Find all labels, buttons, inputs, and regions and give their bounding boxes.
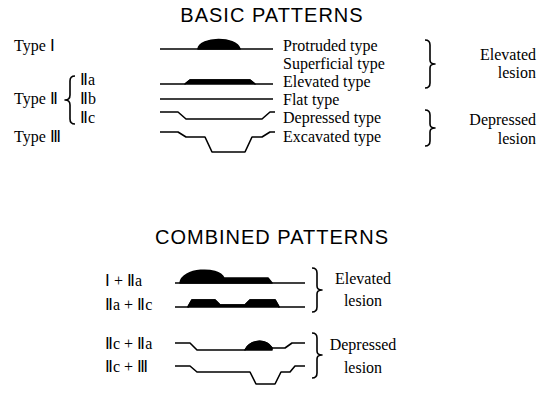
- type-label: Type Ⅰ: [14, 37, 55, 55]
- section-heading: COMBINED PATTERNS: [0, 226, 544, 248]
- brace: [65, 76, 75, 124]
- type-name: Elevated type: [283, 73, 371, 91]
- type-label: Type Ⅲ: [14, 128, 61, 146]
- type-label: Type Ⅱ: [14, 90, 58, 108]
- section-heading: BASIC PATTERNS: [0, 4, 544, 26]
- group-label: Depressed lesion: [438, 110, 536, 148]
- profile-line: [175, 300, 305, 307]
- combined-mass: [245, 341, 272, 350]
- brace: [312, 268, 322, 312]
- combination-label: Ⅱc + Ⅱa: [105, 335, 152, 353]
- protruded-mass: [198, 40, 240, 49]
- subtype-label: Ⅱc: [80, 109, 95, 127]
- type-name: Excavated type: [283, 128, 381, 146]
- profile-line: [175, 366, 305, 384]
- group-label: Depressed lesion: [326, 333, 400, 379]
- combination-label: Ⅱa + Ⅱc: [105, 296, 152, 314]
- combination-label: Ⅱc + Ⅲ: [105, 358, 148, 376]
- group-label: Elevated lesion: [438, 46, 536, 82]
- group-label: Elevated lesion: [326, 268, 400, 312]
- subtype-label: Ⅱa: [80, 71, 95, 89]
- type-name: Depressed type: [283, 109, 381, 127]
- type-name: Flat type: [283, 91, 339, 109]
- profile-line: [160, 132, 275, 152]
- combination-label: Ⅰ + Ⅱa: [105, 272, 142, 290]
- profile-line: [160, 112, 275, 119]
- combined-mass: [188, 300, 279, 307]
- combined-mass: [180, 270, 272, 283]
- subtype-label: Ⅱb: [80, 90, 96, 108]
- profile-line: [160, 98, 273, 100]
- type-name: Superficial type: [283, 55, 385, 73]
- brace: [425, 40, 435, 88]
- profile-line: [160, 80, 273, 84]
- brace: [312, 333, 322, 378]
- type-name: Protruded type: [283, 37, 378, 55]
- elevated-mass: [185, 80, 255, 84]
- brace: [425, 110, 435, 146]
- profile-line: [175, 341, 305, 350]
